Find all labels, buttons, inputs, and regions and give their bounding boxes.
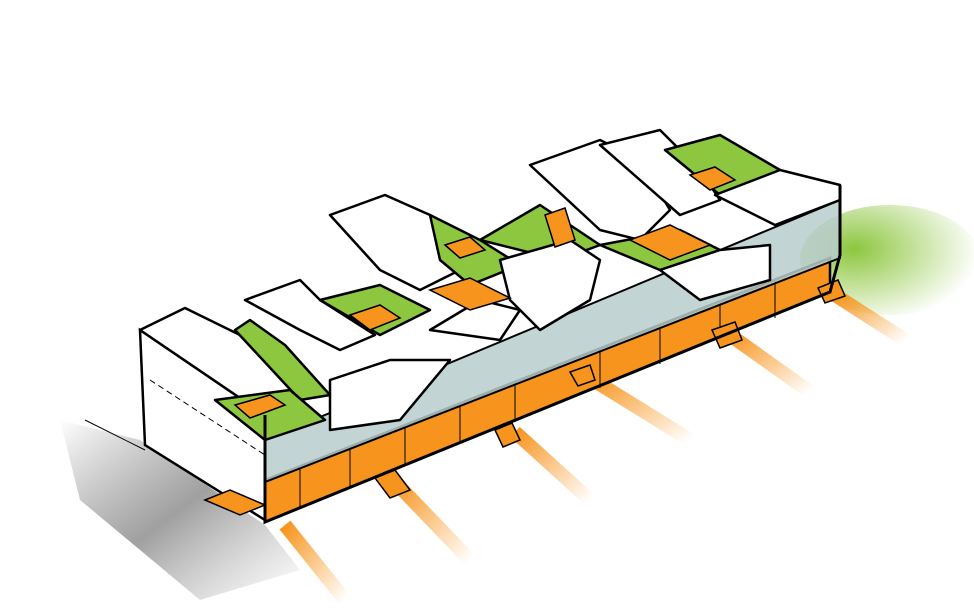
volume-10 — [658, 243, 772, 302]
beam — [725, 329, 815, 398]
beam — [831, 289, 909, 346]
front-edge — [263, 185, 842, 525]
foundation-beams — [279, 289, 909, 605]
beam — [279, 520, 351, 605]
beam — [510, 426, 595, 506]
green-glow — [800, 205, 974, 315]
green-roof-1 — [233, 318, 332, 402]
roof-volumes — [138, 128, 842, 442]
volume-9 — [328, 358, 452, 432]
ground-shadow — [60, 420, 300, 600]
hidden-line — [149, 379, 266, 456]
volume-2 — [243, 278, 377, 352]
base-joints — [299, 280, 776, 508]
beam — [389, 477, 476, 565]
ground-line — [84, 419, 146, 451]
base-feet — [203, 279, 847, 516]
planters — [233, 166, 737, 419]
beam — [586, 372, 694, 446]
